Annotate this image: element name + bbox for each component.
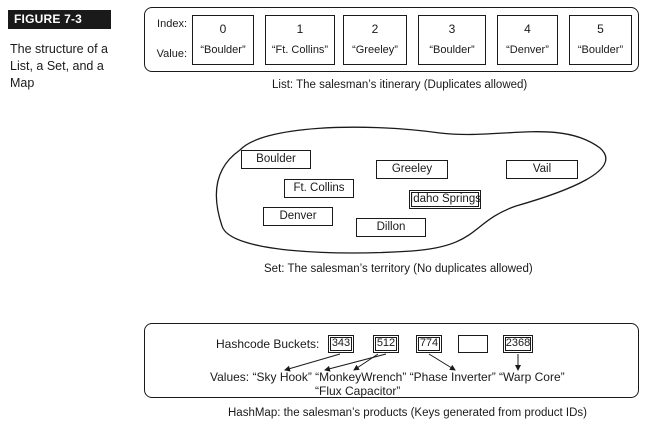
value-flux-capacitor: “Flux Capacitor” bbox=[315, 384, 401, 398]
list-cell-5: 5 “Boulder” bbox=[569, 15, 632, 65]
list-value: “Boulder” bbox=[429, 44, 475, 56]
bucket-774: 774 bbox=[416, 335, 442, 353]
value-label: Value: bbox=[156, 48, 187, 60]
value-phase-inverter: “Phase Inverter” bbox=[409, 370, 496, 384]
list-cell-3: 3 “Boulder” bbox=[418, 15, 486, 65]
values-line: Values: “Sky Hook” “MonkeyWrench” “Phase… bbox=[210, 370, 565, 384]
list-value: “Boulder” bbox=[577, 44, 624, 56]
hashmap-caption: HashMap: the salesman’s products (Keys g… bbox=[228, 407, 588, 419]
set-item-boulder: Boulder bbox=[241, 150, 311, 169]
list-value: “Boulder” bbox=[200, 44, 246, 56]
list-cell-0: 0 “Boulder” bbox=[192, 15, 254, 65]
list-value: “Greeley” bbox=[352, 44, 398, 56]
list-cell-2: 2 “Greeley” bbox=[343, 15, 407, 65]
list-index: 5 bbox=[597, 22, 604, 36]
value-warp-core: “Warp Core” bbox=[499, 370, 565, 384]
list-value: “Ft. Collins” bbox=[271, 44, 329, 56]
bucket-2368: 2368 bbox=[503, 335, 533, 353]
list-caption: List: The salesman’s itinerary (Duplicat… bbox=[272, 79, 528, 91]
figure-caption: The structure of a List, a Set, and a Ma… bbox=[10, 42, 108, 90]
bucket-512: 512 bbox=[373, 335, 399, 353]
list-index: 4 bbox=[524, 22, 531, 36]
value-sky-hook: “Sky Hook” bbox=[252, 370, 312, 384]
list-cell-1: 1 “Ft. Collins” bbox=[265, 15, 335, 65]
list-cell-4: 4 “Denver” bbox=[497, 15, 558, 65]
value-monkeywrench: “MonkeyWrench” bbox=[315, 370, 407, 384]
figure-tag: FIGURE 7-3 bbox=[8, 10, 111, 29]
set-item-idaho-springs: Idaho Springs bbox=[409, 190, 481, 209]
values-label: Values: bbox=[210, 370, 250, 384]
list-index: 0 bbox=[219, 22, 227, 36]
list-container: Index: Value: 0 “Boulder” 1 “Ft. Collins… bbox=[144, 7, 639, 72]
list-index: 1 bbox=[296, 22, 304, 36]
set-item-vail: Vail bbox=[506, 160, 578, 179]
set-item-denver: Denver bbox=[263, 207, 333, 226]
index-label: Index: bbox=[157, 18, 187, 30]
list-index: 2 bbox=[371, 22, 379, 36]
set-item-dillon: Dillon bbox=[356, 218, 426, 237]
buckets-label: Hashcode Buckets: bbox=[216, 337, 320, 351]
set-item-greeley: Greeley bbox=[376, 160, 448, 179]
list-value: “Denver” bbox=[506, 44, 549, 56]
bucket-empty bbox=[458, 335, 488, 353]
list-index: 3 bbox=[448, 22, 456, 36]
set-caption: Set: The salesman’s territory (No duplic… bbox=[264, 263, 533, 275]
set-item-ft-collins: Ft. Collins bbox=[284, 179, 354, 198]
bucket-343: 343 bbox=[328, 335, 354, 353]
